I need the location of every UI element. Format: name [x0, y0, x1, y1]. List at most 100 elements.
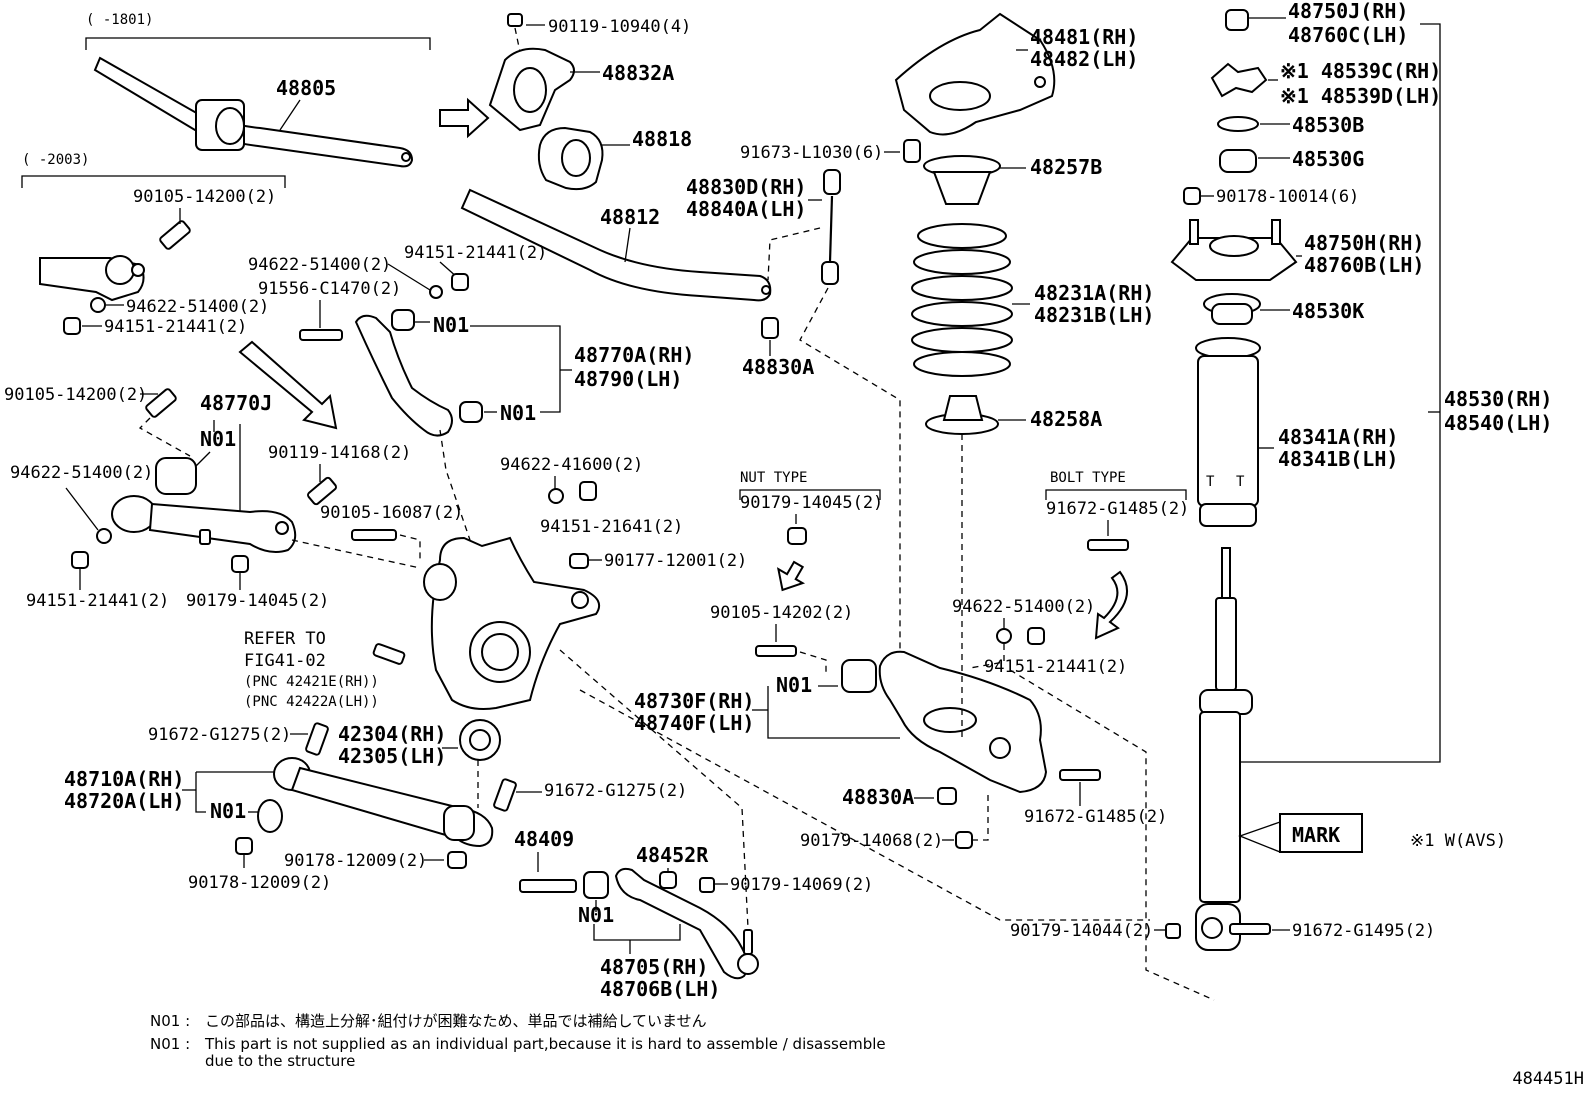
- label-48750H-RH: 48750H(RH): [1304, 231, 1424, 255]
- label-94151-21441-c: 94151-21441(2): [26, 591, 169, 611]
- refer-line3: (PNC 42421E(RH)): [244, 674, 379, 690]
- label-48770J: 48770J: [200, 391, 272, 415]
- bolt-90119-14168: [307, 476, 337, 506]
- label-90119-10940: 90119-10940(4): [548, 17, 691, 37]
- label-48530B: 48530B: [1292, 113, 1364, 137]
- bolt-91672-G1275-b: [493, 778, 517, 812]
- washer-48530B: [1217, 116, 1259, 132]
- range-label-2003: ( -2003): [22, 152, 89, 168]
- label-94151-21441-d: 94151-21441(2): [984, 657, 1127, 677]
- nut-48830A-a: [761, 317, 779, 339]
- bolt-91672-G1485-a: [1087, 539, 1129, 551]
- label-42304-RH: 42304(RH): [338, 722, 446, 746]
- n01-label-c: N01: [200, 427, 236, 451]
- bolt-90105-14200-a: [159, 220, 191, 250]
- coil-spring-48231A: [911, 223, 1013, 377]
- label-94622-41600: 94622-41600(2): [500, 455, 643, 475]
- label-48720A-LH: 48720A(LH): [64, 789, 184, 813]
- label-48452R: 48452R: [636, 843, 709, 867]
- label-91672-G1485-a: 91672-G1485(2): [1046, 499, 1189, 519]
- bolt-91673-L1030: [903, 139, 921, 163]
- arrow-down-right-icon: [238, 340, 338, 430]
- footnote-ja: N01 : この部品は、構造上分解･組付けが困難なため、単品では補給していません: [150, 1013, 910, 1030]
- nut-90178-12009-b: [235, 837, 253, 855]
- label-48258A: 48258A: [1030, 407, 1102, 431]
- lower-arm-48710A: [257, 757, 494, 848]
- bushing-lower-arm: [841, 659, 877, 693]
- arrow-right-icon: [439, 97, 490, 139]
- upper-arm-48770A: [354, 309, 483, 437]
- label-48832A: 48832A: [602, 61, 674, 85]
- washer-94622-41600: [548, 488, 564, 504]
- label-91556-C1470: 91556-C1470(2): [258, 279, 401, 299]
- label-91672-G1485-b: 91672-G1485(2): [1024, 807, 1167, 827]
- label-48818: 48818: [632, 127, 692, 151]
- label-mark: MARK: [1292, 823, 1340, 847]
- label-94151-21641: 94151-21641(2): [540, 517, 683, 537]
- bound-stopper-48530K: [1203, 293, 1261, 325]
- label-90178-12009-b: 90178-12009(2): [188, 873, 331, 893]
- nut-94151-21441-a: [63, 317, 81, 335]
- footnote-code: N01 :: [150, 1012, 191, 1030]
- bushing-48818: [537, 126, 604, 191]
- label-48730F-RH: 48730F(RH): [634, 689, 754, 713]
- label-48790-LH: 48790(LH): [574, 367, 682, 391]
- label-91672-G1275-a: 91672-G1275(2): [148, 725, 291, 745]
- range-bracket-1801: [85, 37, 431, 50]
- label-48830A-b: 48830A: [842, 785, 914, 809]
- nut-94151-21441-c: [71, 551, 89, 569]
- label-90178-12009-a: 90178-12009(2): [284, 851, 427, 871]
- bolt-90105-14202: [755, 645, 797, 657]
- label-48539C-RH: ※1 48539C(RH): [1280, 59, 1441, 83]
- label-90105-14200-a: 90105-14200(2): [133, 187, 276, 207]
- label-90179-14044: 90179-14044(2): [1010, 921, 1153, 941]
- label-48830D-RH: 48830D(RH): [686, 175, 806, 199]
- bolt-91672-G1485-b: [1059, 769, 1101, 781]
- steering-knuckle: [423, 536, 600, 761]
- label-48830A-a: 48830A: [742, 355, 814, 379]
- footnote-text: この部品は、構造上分解･組付けが困難なため、単品では補給していません: [205, 1012, 707, 1030]
- label-48530K: 48530K: [1292, 299, 1364, 323]
- bolt-90105-16087: [351, 529, 397, 541]
- label-48257B: 48257B: [1030, 155, 1102, 179]
- label-91672-G1275-b: 91672-G1275(2): [544, 781, 687, 801]
- label-90105-14202: 90105-14202(2): [710, 603, 853, 623]
- label-90105-16087: 90105-16087(2): [320, 503, 463, 523]
- bushing-toe-arm: [583, 871, 609, 899]
- bolt-90119-10940: [507, 13, 523, 53]
- nut-90179-14045-b: [787, 527, 807, 545]
- n01-label-b: N01: [500, 401, 536, 425]
- label-48840A-LH: 48840A(LH): [686, 197, 806, 221]
- washer-94622-51400-d: [96, 528, 112, 544]
- nut-94151-21441-d: [1027, 627, 1045, 645]
- nut-90179-14045-a: [231, 555, 249, 573]
- label-48341B-LH: 48341B(LH): [1278, 447, 1398, 471]
- label-48770A-RH: 48770A(RH): [574, 343, 694, 367]
- label-90119-14168: 90119-14168(2): [268, 443, 411, 463]
- label-90177-12001: 90177-12001(2): [604, 551, 747, 571]
- label-48539D-LH: ※1 48539D(LH): [1280, 84, 1441, 108]
- mark-box: [1279, 813, 1363, 853]
- n01-label-a: N01: [433, 313, 469, 337]
- range-label-1801: ( -1801): [86, 12, 153, 28]
- n01-label-f: N01: [776, 673, 812, 697]
- nut-48830A-b: [937, 787, 957, 805]
- nut-90178-10014: [1183, 187, 1201, 205]
- label-90179-14045-a: 90179-14045(2): [186, 591, 329, 611]
- label-94622-51400-a: 94622-51400(2): [126, 297, 269, 317]
- lower-control-arm-48730F: [878, 650, 1048, 794]
- arm-48770J: [111, 457, 297, 553]
- label-48482-LH: 48482(LH): [1030, 47, 1138, 71]
- label-48805: 48805: [276, 76, 336, 100]
- label-48231B-LH: 48231B(LH): [1034, 303, 1154, 327]
- footnote-code: N01 :: [150, 1035, 191, 1053]
- refer-line1: REFER TO: [244, 629, 326, 649]
- bolt-91672-G1275-a: [305, 722, 329, 756]
- bolt-refer: [372, 643, 406, 665]
- label-48530-RH: 48530(RH): [1444, 387, 1552, 411]
- label-48706B-LH: 48706B(LH): [600, 977, 720, 1001]
- nut-90179-14044: [1165, 923, 1181, 939]
- bolt-48409: [519, 879, 577, 893]
- bracket-48539C: [1210, 62, 1268, 98]
